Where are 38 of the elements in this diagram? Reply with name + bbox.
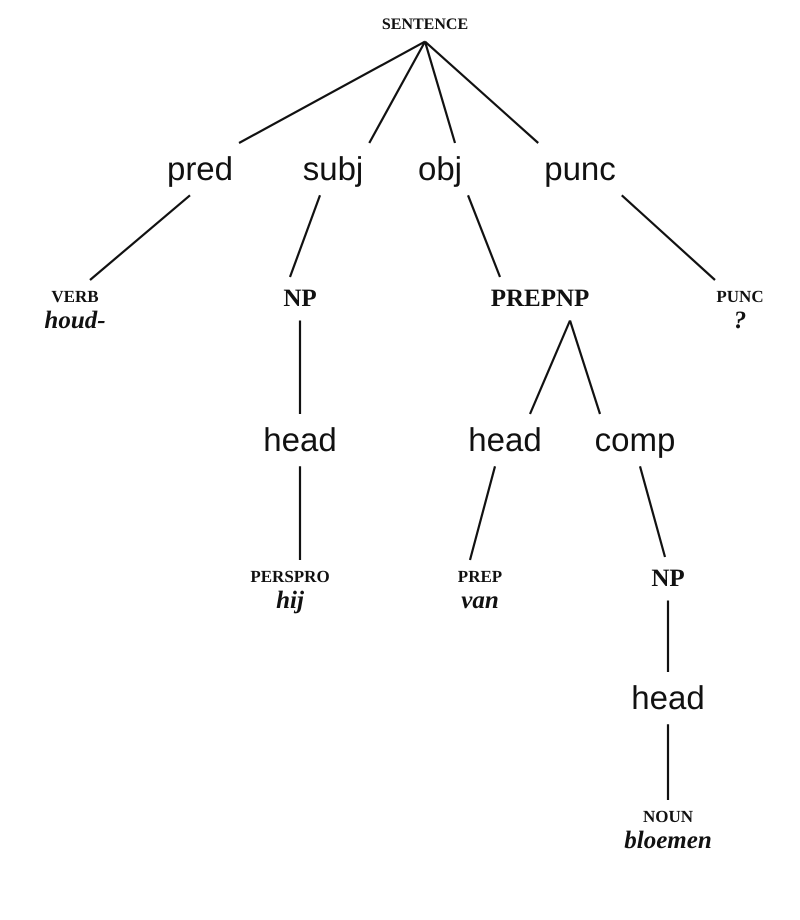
tree-branch bbox=[238, 40, 426, 144]
function-label: head bbox=[468, 422, 542, 458]
word-label: houd- bbox=[44, 306, 106, 334]
function-label: head bbox=[631, 680, 705, 716]
function-label: head bbox=[263, 422, 337, 458]
tree-branch bbox=[528, 320, 572, 414]
tree-branch bbox=[368, 41, 426, 144]
tree-branch bbox=[468, 466, 496, 560]
tree-branch bbox=[568, 320, 602, 414]
word-label: bloemen bbox=[624, 826, 712, 854]
tree-branch bbox=[621, 194, 716, 281]
tree-branch bbox=[424, 41, 456, 144]
tree-branch bbox=[424, 40, 539, 144]
tree-branch bbox=[298, 466, 302, 560]
tree-branch bbox=[89, 194, 191, 281]
category-label: NP bbox=[283, 285, 317, 312]
tree-branch bbox=[638, 466, 666, 558]
tree-branch bbox=[298, 320, 302, 414]
root-label: SENTENCE bbox=[382, 16, 468, 34]
tree-branch bbox=[666, 724, 670, 800]
category-label: PERSPRO bbox=[250, 568, 330, 587]
word-label: ? bbox=[732, 306, 748, 334]
function-label: comp bbox=[594, 422, 676, 458]
category-label: VERB bbox=[50, 288, 100, 307]
word-label: hij bbox=[275, 586, 305, 614]
tree-branch bbox=[288, 194, 322, 278]
function-label: subj bbox=[302, 151, 364, 188]
function-label: punc bbox=[544, 151, 616, 188]
category-label: NP bbox=[651, 565, 685, 592]
function-label: obj bbox=[418, 151, 462, 188]
function-label: pred bbox=[166, 151, 234, 188]
category-label: PUNC bbox=[716, 288, 764, 307]
tree-branch bbox=[666, 600, 670, 672]
tree-branch bbox=[467, 194, 502, 278]
category-label: PREPNP bbox=[490, 285, 590, 312]
category-label: NOUN bbox=[642, 808, 694, 827]
category-label: PREP bbox=[458, 568, 502, 587]
word-label: van bbox=[460, 586, 500, 614]
